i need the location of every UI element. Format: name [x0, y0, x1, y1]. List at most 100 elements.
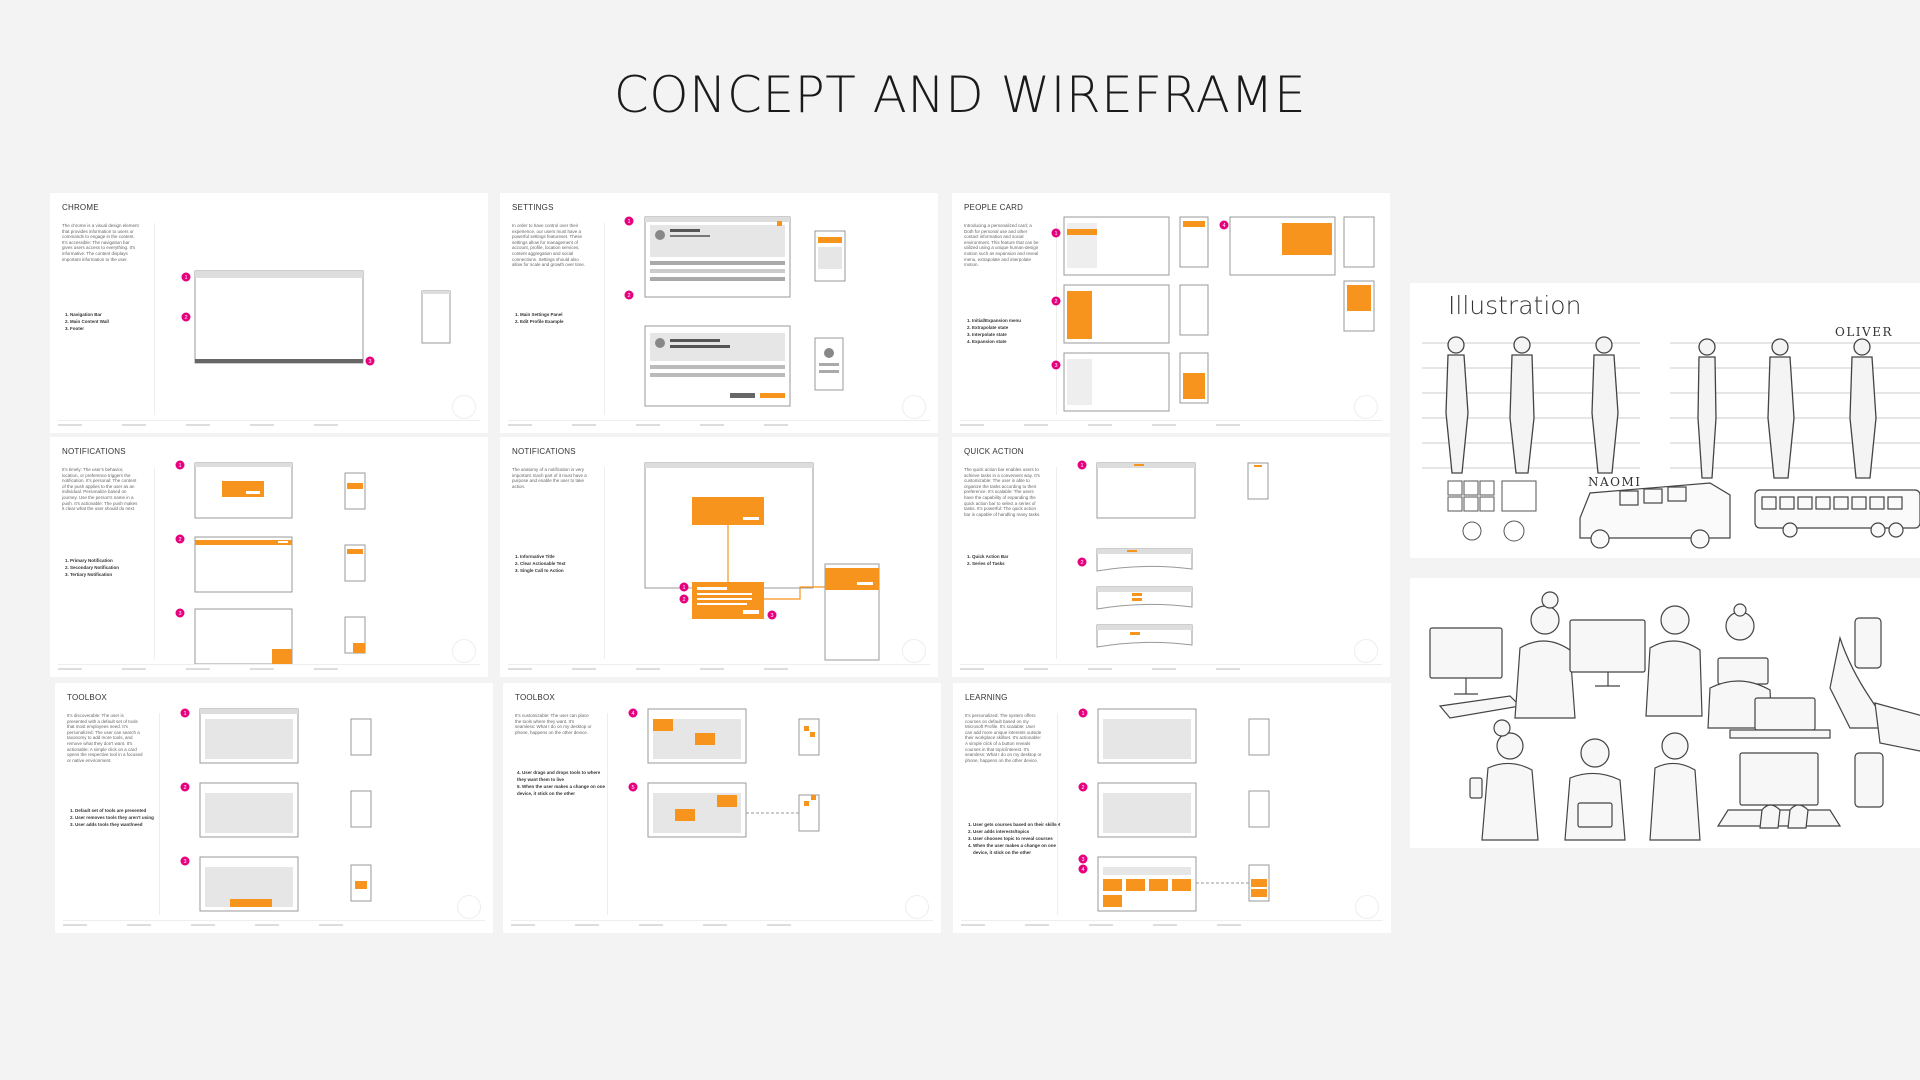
wireframe-sketch: 1 2: [624, 216, 846, 407]
list-item: Main Settings Panel: [520, 311, 610, 318]
divider: [154, 223, 155, 415]
marker-3-icon: 3: [175, 608, 185, 618]
slide-list: User gets courses based on their skillse…: [967, 821, 1063, 856]
marker-label: 1: [1054, 231, 1057, 237]
list-item: User gets courses based on their skillse…: [973, 821, 1063, 828]
list-item: Footer: [70, 325, 160, 332]
page-title: CONCEPT AND WIREFRAME: [613, 66, 1307, 124]
list-item: 5. When the user makes a change on one d…: [517, 784, 606, 796]
marker-4-icon: 4: [1219, 220, 1229, 230]
list-item: Expansion state: [972, 338, 1062, 345]
marker-1-icon: 1: [180, 708, 190, 718]
slide-toolbox-default[interactable]: TOOLBOX It's discoverable: The user is p…: [55, 683, 493, 933]
marker-2-icon: 2: [180, 782, 190, 792]
phone-icon: [1854, 617, 1882, 669]
list-item: Primary Notification: [70, 557, 160, 564]
marker-1-icon: 1: [175, 460, 185, 470]
marker-2-icon: 2: [1051, 296, 1061, 306]
slide-footer: [960, 420, 1382, 429]
slide-body: The quick action bar enables users to ac…: [964, 467, 1041, 517]
person-icon: [902, 639, 926, 663]
slide-body: The anatomy of a notification is very im…: [512, 467, 587, 489]
phone-icon: [1469, 777, 1483, 799]
marker-label: 1: [178, 463, 181, 469]
slide-list: Main Settings Panel Edit Profile Example: [514, 311, 610, 325]
slide-notifications-anatomy[interactable]: NOTIFICATIONS The anatomy of a notificat…: [500, 437, 938, 677]
slide-title: NOTIFICATIONS: [62, 447, 126, 456]
list-item: User removes tools they aren't using: [75, 814, 165, 821]
slide-settings[interactable]: SETTINGS In order to have control over t…: [500, 193, 938, 433]
nav-bar: [195, 271, 363, 278]
character-name-label: OLIVER: [1835, 325, 1894, 339]
marker-1-icon: 1: [1078, 708, 1088, 718]
marker-label: 1: [184, 275, 187, 281]
illustration-scenes-panel[interactable]: [1410, 578, 1920, 848]
marker-label: 4: [1222, 223, 1225, 229]
illustration-characters-panel[interactable]: Illustration: [1410, 283, 1920, 558]
slide-list: Primary Notification Secondary Notificat…: [64, 557, 160, 578]
slide-title: LEARNING: [965, 693, 1008, 702]
avatar-icon: [655, 230, 665, 240]
divider: [1056, 223, 1057, 415]
person-icon: [457, 895, 481, 919]
phone-frame: [421, 290, 451, 344]
marker-3-icon: 3: [180, 856, 190, 866]
marker-label: 4: [1081, 867, 1084, 873]
marker-label: 3: [1054, 363, 1057, 369]
marker-label: 2: [1080, 560, 1083, 566]
divider: [1056, 467, 1057, 659]
list-item: Default set of tools are presented: [75, 807, 165, 814]
person-icon: [452, 395, 476, 419]
wireframe-sketch: 1 2 3 4: [1078, 708, 1270, 912]
character-name-label: NAOMI: [1588, 475, 1642, 489]
slide-people-card[interactable]: PEOPLE CARD Introducing a personalized c…: [952, 193, 1390, 433]
marker-label: 1: [1081, 711, 1084, 717]
slide-footer: [63, 920, 485, 929]
marker-label: 2: [183, 785, 186, 791]
slide-list: Navigation Bar Main Content Wall Footer: [64, 311, 160, 332]
marker-label: 1: [183, 711, 186, 717]
wireframe-sketch: 1 2 3 4: [1051, 216, 1375, 412]
slide-title: TOOLBOX: [515, 693, 555, 702]
person-icon: [1354, 395, 1378, 419]
marker-1-icon: 1: [1051, 228, 1061, 238]
slide-quick-action[interactable]: QUICK ACTION The quick action bar enable…: [952, 437, 1390, 677]
marker-3-icon: 3: [1051, 360, 1061, 370]
marker-2-icon: 2: [679, 594, 689, 604]
marker-2-icon: 2: [1078, 782, 1088, 792]
slide-body: It's customizable: The user can place th…: [515, 713, 592, 735]
list-item: Series of Tasks: [972, 560, 1062, 567]
slide-list: Quick Action Bar Series of Tasks: [966, 553, 1062, 567]
list-item: Initial/Expansion menu: [972, 317, 1062, 324]
list-item: Edit Profile Example: [520, 318, 610, 325]
person-icon: [1354, 639, 1378, 663]
list-item: User chooses topic to reveal courses: [973, 835, 1063, 842]
list-item: User adds interests/topics: [973, 828, 1063, 835]
slide-title: QUICK ACTION: [964, 447, 1024, 456]
marker-3-icon: 3: [365, 356, 375, 366]
slide-toolbox-customize[interactable]: TOOLBOX It's customizable: The user can …: [503, 683, 941, 933]
list-item: When the user makes a change on one devi…: [973, 842, 1063, 856]
marker-2-icon: 2: [181, 312, 191, 322]
list-item: Single Call to Action: [520, 567, 610, 574]
slide-body: In order to have control over their expe…: [512, 223, 586, 268]
marker-5-icon: 5: [628, 782, 638, 792]
slide-list: Initial/Expansion menu Extrapolate state…: [966, 317, 1062, 345]
slide-chrome[interactable]: CHROME The chrome is a visual design ele…: [50, 193, 488, 433]
slide-notifications-types[interactable]: NOTIFICATIONS It's timely: The user's be…: [50, 437, 488, 677]
slide-learning[interactable]: LEARNING It's personalized: The system o…: [953, 683, 1391, 933]
slide-body: It's discoverable: The user is presented…: [67, 713, 143, 763]
slide-footer: [58, 420, 480, 429]
marker-label: 1: [682, 585, 685, 591]
marker-4-icon: 4: [1078, 864, 1088, 874]
marker-3-icon: 3: [1078, 854, 1088, 864]
laptop-icon: [1739, 752, 1819, 806]
monitor-icon: [1569, 619, 1646, 673]
list-item-text: User drags and drops tools to where they…: [517, 770, 601, 782]
person-icon: [902, 395, 926, 419]
marker-4-icon: 4: [628, 708, 638, 718]
person-icon: [452, 639, 476, 663]
slide-footer: [508, 664, 930, 673]
illustration-title: Illustration: [1448, 291, 1582, 320]
desktop-frame: [194, 270, 364, 364]
